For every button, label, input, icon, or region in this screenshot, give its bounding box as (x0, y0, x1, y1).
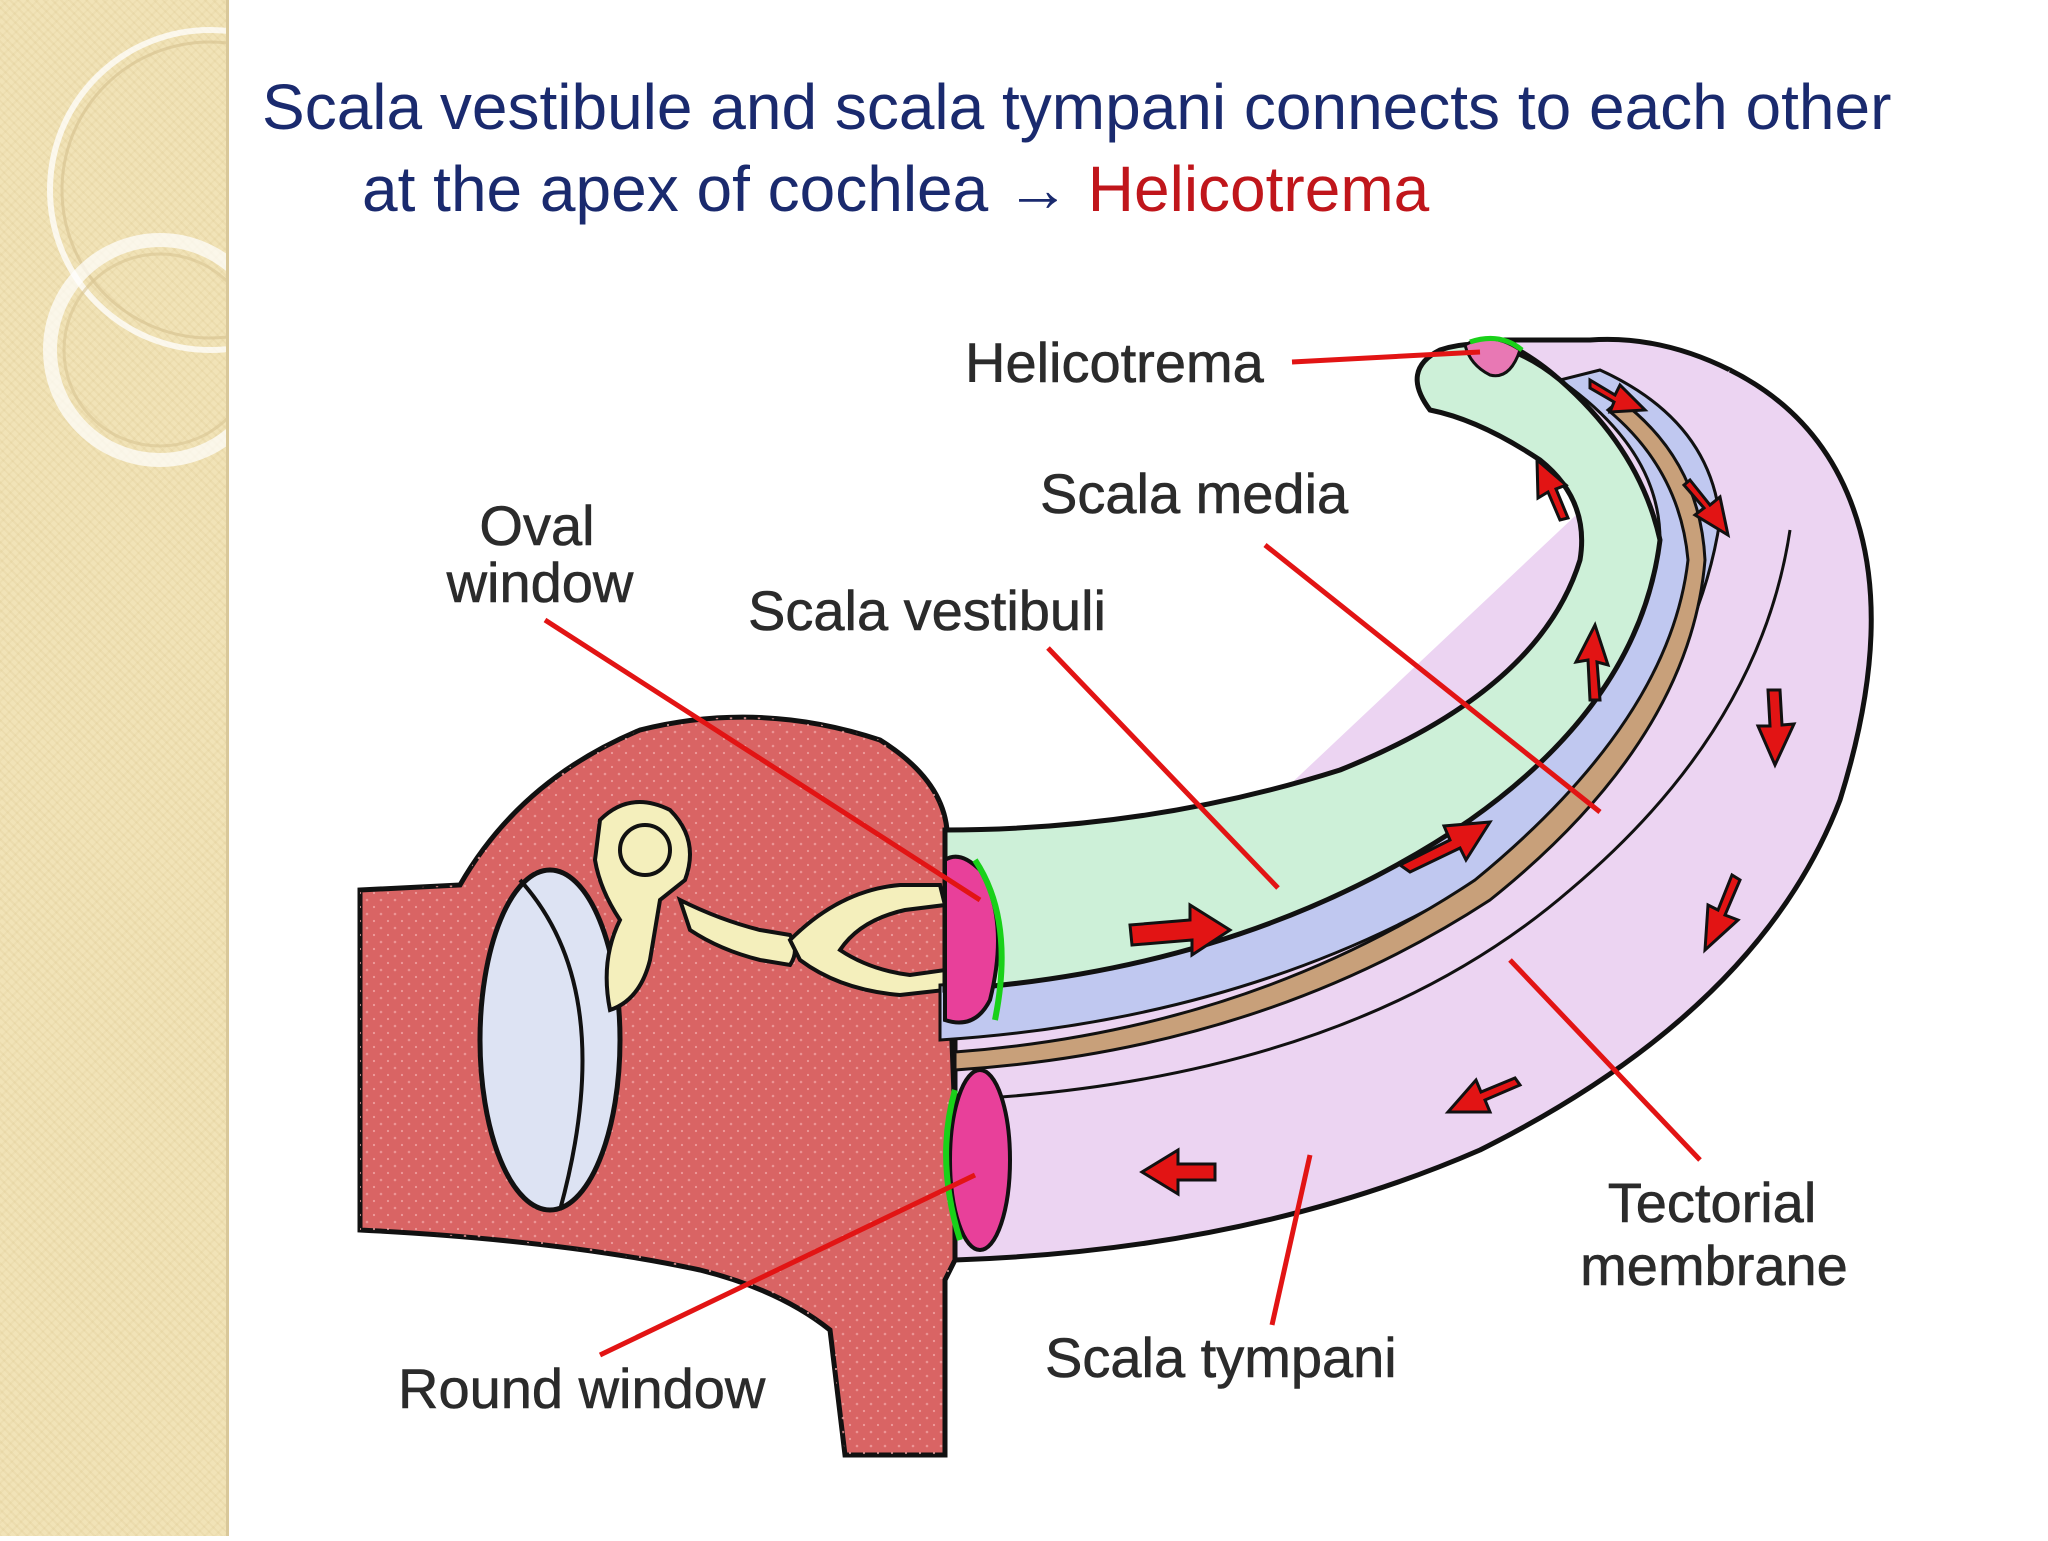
label-round-window: Round window (398, 1357, 766, 1420)
label-scala-media: Scala media (1040, 462, 1349, 525)
leader-lines (543, 349, 1702, 1358)
label-oval-window-line1: Oval (479, 494, 594, 557)
ossicles (592, 800, 948, 1013)
flow-arrow (1573, 621, 1611, 702)
label-scala-tympani: Scala tympani (1045, 1326, 1397, 1389)
title-line-1: Scala vestibule and scala tympani connec… (262, 71, 1892, 143)
label-tectorial-line2: membrane (1580, 1234, 1848, 1297)
leader-line-oval-window (543, 617, 982, 903)
leader-line-scala-tympani (1269, 1154, 1313, 1326)
tectorial-membrane (953, 398, 1707, 1072)
flow-arrow (1128, 902, 1233, 958)
flow-arrow (1755, 688, 1797, 769)
flow-arrow (1703, 872, 1742, 954)
slide-title: Scala vestibule and scala tympani connec… (262, 66, 2022, 230)
flow-arrow (1139, 1147, 1217, 1197)
leader-line-scala-media (1263, 543, 1602, 814)
title-line-2-text: at the apex of cochlea (362, 153, 989, 225)
flow-arrow (1681, 477, 1731, 539)
tympanic-membrane (477, 867, 623, 1213)
oval-window (943, 854, 1005, 1025)
label-tectorial-line1: Tectorial (1608, 1171, 1817, 1234)
flow-arrow (1588, 377, 1649, 414)
label-scala-vestibuli: Scala vestibuli (748, 579, 1106, 642)
decorative-side-strip (0, 0, 373, 1536)
flow-arrow (1444, 1076, 1523, 1114)
leader-line-round-window (598, 1172, 977, 1358)
label-helicotrema: Helicotrema (965, 331, 1265, 394)
arrow-glyph: → (1006, 153, 1070, 225)
leader-line-tectorial (1508, 958, 1702, 1162)
flow-arrow (1397, 820, 1493, 874)
leader-line-helicotrema (1291, 349, 1481, 365)
label-oval-window-line2: window (446, 551, 634, 614)
title-line-2: at the apex of cochlea → Helicotrema (262, 148, 2022, 230)
flow-arrow (1535, 456, 1571, 522)
leader-line-scala-vestibuli (1046, 646, 1280, 890)
title-highlight: Helicotrema (1087, 153, 1430, 225)
side-strip-border (226, 0, 229, 1536)
round-window (943, 1068, 1012, 1252)
flow-arrows (1128, 377, 1797, 1197)
